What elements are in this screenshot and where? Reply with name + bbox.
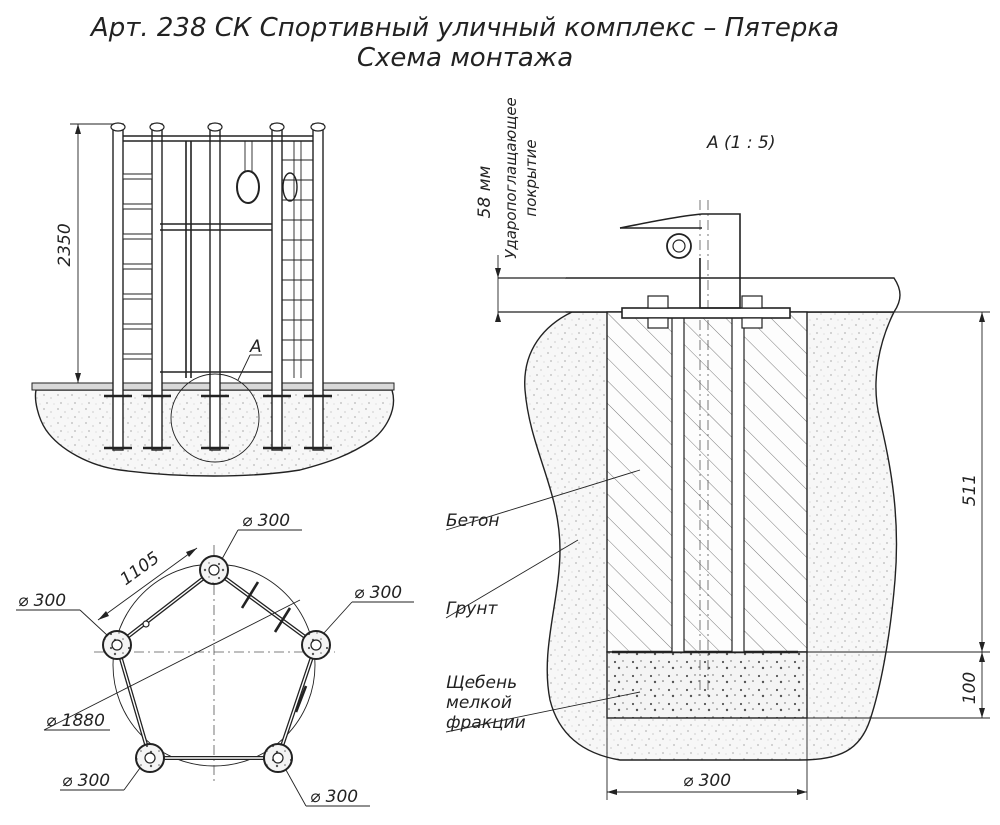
- detail-soil-label: Грунт: [446, 599, 498, 619]
- detail-a-callout-label: A: [249, 337, 262, 357]
- detail-concrete-label: Бетон: [446, 511, 500, 531]
- title-line-2: Схема монтажа: [357, 43, 573, 73]
- detail-gravel-label-3: фракции: [446, 713, 526, 733]
- detail-gravel-label-2: мелкой: [446, 693, 512, 713]
- elevation-foot-plates: [104, 394, 332, 450]
- detail-diameter-dimension: ⌀ 300: [683, 771, 731, 791]
- elevation-wall-bars: [282, 141, 313, 378]
- plan-circle-diameter: ⌀ 1880: [46, 711, 105, 731]
- plan-footing-label-bottom-left: ⌀ 300: [62, 771, 110, 791]
- detail-coating-label-1: Ударопоглащающее: [502, 97, 520, 259]
- plan-footing-label-top: ⌀ 300: [242, 511, 290, 531]
- plan-footings: [102, 555, 331, 773]
- drawing-title: Арт. 238 СК Спортивный уличный комплекс …: [89, 13, 839, 73]
- detail-a-section: A (1 : 5) 58 мм Ударопоглащающее пок: [445, 97, 990, 800]
- detail-coating-label-2: покрытие: [522, 139, 540, 216]
- plan-footing-label-right: ⌀ 300: [354, 583, 402, 603]
- elevation-height-dimension: 2350: [55, 223, 75, 266]
- detail-gravel-label-1: Щебень: [446, 673, 517, 693]
- detail-title: A (1 : 5): [706, 133, 775, 153]
- elevation-posts: [110, 122, 326, 451]
- title-line-1: Арт. 238 СК Спортивный уличный комплекс …: [89, 13, 839, 43]
- detail-coating: [498, 277, 573, 313]
- detail-a-callout-circle: [170, 373, 260, 463]
- elevation-ladder: [122, 173, 153, 360]
- detail-concrete: [606, 311, 808, 653]
- plan-footing-label-bottom-right: ⌀ 300: [310, 787, 358, 807]
- elevation-view: A 2350: [31, 122, 395, 477]
- detail-depth-dimension: 511: [960, 474, 980, 506]
- plan-frame: [114, 567, 319, 760]
- detail-coating-thickness: 58 мм: [475, 165, 495, 218]
- plan-footing-label-left: ⌀ 300: [18, 591, 66, 611]
- plan-view: 1105 ⌀ 1880 ⌀ 300 ⌀ 300 ⌀ 300 ⌀ 300 ⌀ 30…: [16, 511, 414, 807]
- detail-gravel-dimension: 100: [960, 672, 980, 704]
- gymnastic-ring: [236, 141, 298, 204]
- plan-side-dimension: 1105: [117, 548, 164, 590]
- detail-gravel: [606, 651, 808, 719]
